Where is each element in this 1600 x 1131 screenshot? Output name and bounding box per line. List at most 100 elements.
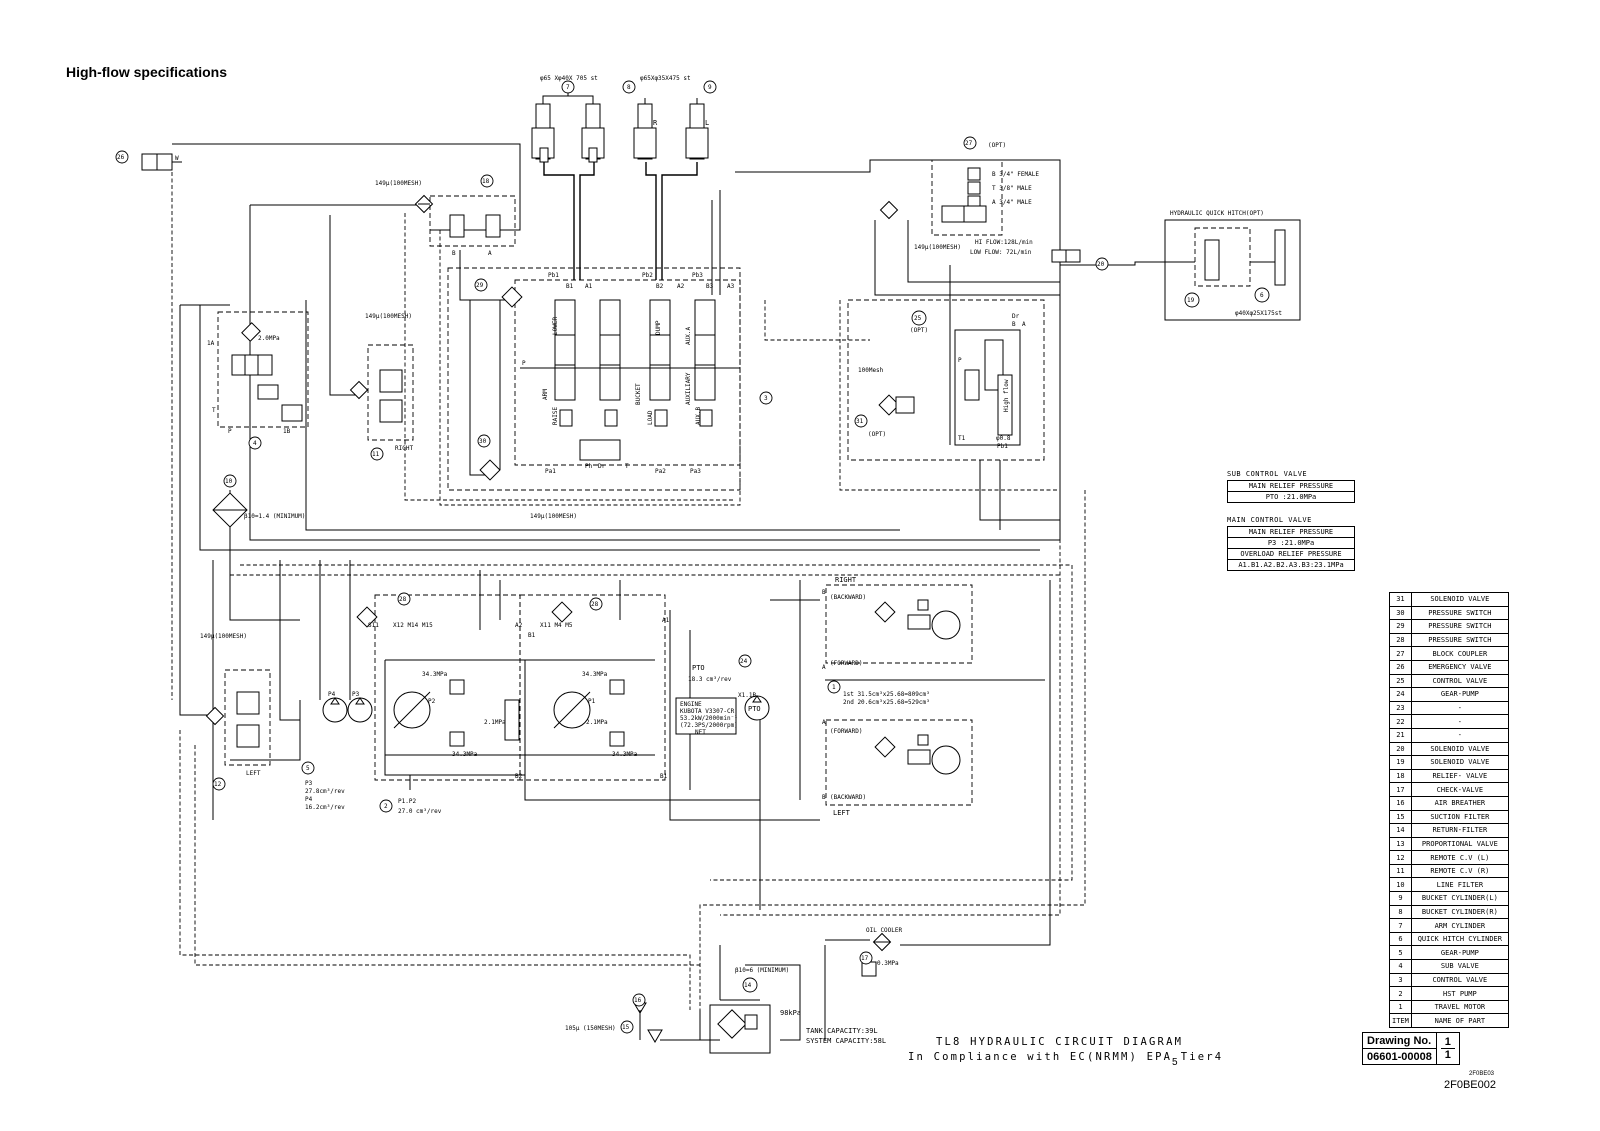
- high-flow-control-valve: [847, 299, 1045, 461]
- gear-pump-p3-p4: [322, 697, 373, 723]
- left-port-b: B: [822, 794, 826, 801]
- part-item-no: 3: [1389, 972, 1412, 988]
- oil-cooler-label: OIL COOLER: [866, 927, 903, 934]
- suction-filter: [647, 1029, 663, 1043]
- tank-capacity: TANK CAPACITY:39L: [806, 1027, 878, 1035]
- part-item-no: 2: [1389, 986, 1412, 1001]
- right-port-a: A: [822, 664, 826, 671]
- drawing-no-label: Drawing No.: [1362, 1032, 1437, 1049]
- part-name: RELIEF- VALVE: [1410, 768, 1509, 784]
- return-filter-beta: β10=6 (MINIMUM): [735, 967, 789, 974]
- sub-port-t: T: [212, 407, 216, 414]
- page-mark: 5: [1172, 1057, 1178, 1068]
- part-item-no: 11: [1389, 863, 1412, 879]
- item-26-bubble: 26: [117, 154, 125, 161]
- coupler-opt: (OPT): [988, 142, 1006, 149]
- part-name: GEAR-PUMP: [1410, 945, 1509, 961]
- hst-port-a1: A1: [662, 617, 670, 624]
- port-a1: A1: [585, 283, 593, 290]
- p3-displacement-label: P3: [305, 780, 313, 787]
- part-item-no: ITEM: [1389, 1013, 1412, 1028]
- part-item-no: 13: [1389, 836, 1412, 852]
- p4-displacement-label: P4: [305, 796, 313, 803]
- hst-charge-a: 2.1MPa: [484, 719, 506, 726]
- item-18-bubble: 18: [482, 178, 490, 185]
- item-10-bubble: 10: [225, 478, 233, 485]
- part-item-no: 27: [1389, 646, 1412, 661]
- right-port-b: B: [822, 589, 826, 596]
- spool-load: LOAD: [647, 410, 654, 425]
- part-item-no: 17: [1389, 782, 1412, 797]
- system-capacity: SYSTEM CAPACITY:58L: [806, 1037, 887, 1045]
- filter-149-label-d: 149μ(100MESH): [914, 244, 961, 251]
- line-filter-beta: β10=1.4 (MINIMUM): [244, 513, 305, 520]
- main-cv-row-2: P3 :21.0MPa: [1227, 537, 1355, 549]
- port-dr: Dr: [598, 463, 606, 470]
- left-forward: (FORWARD): [830, 728, 863, 735]
- item-16-bubble: 16: [634, 997, 642, 1004]
- code-large: 2F0BE002: [1444, 1079, 1496, 1091]
- bucket-cylinders: [633, 98, 709, 160]
- travel-motor-right-label: RIGHT: [835, 576, 857, 584]
- travel-motor-left-label: LEFT: [833, 809, 851, 817]
- diagram-title-block: TL8 HYDRAULIC CIRCUIT DIAGRAM In Complia…: [908, 1035, 1223, 1065]
- port-b1: B1: [566, 283, 574, 290]
- quick-hitch-circuit: [1164, 219, 1301, 321]
- engine-model: KUBOTA V3307-CR: [680, 708, 735, 715]
- travel-motor-right: [825, 584, 973, 664]
- part-name: BUCKET CYLINDER(L): [1410, 891, 1509, 906]
- port-pb2: Pb2: [642, 272, 653, 279]
- sub-cv-row-1: MAIN RELIEF PRESSURE: [1227, 480, 1355, 492]
- pto-pump-label: PTO: [748, 705, 761, 713]
- item-9-bubble: 9: [708, 84, 712, 91]
- item-7-bubble: 7: [566, 84, 570, 91]
- cv25-port-pb1: Pb1: [997, 443, 1008, 450]
- part-name: CHECK-VALVE: [1410, 782, 1509, 797]
- port-b2: B2: [656, 283, 664, 290]
- item-12-bubble: 12: [214, 781, 222, 788]
- svg-text:W: W: [175, 155, 179, 162]
- sub-valve: 2.0MPa 1A 1B P T: [207, 311, 309, 435]
- part-name: PRESSURE SWITCH: [1410, 619, 1509, 634]
- part-name: SOLENOID VALVE: [1410, 741, 1509, 757]
- part-item-no: 8: [1389, 904, 1412, 920]
- engine-box: [675, 697, 737, 735]
- engine-power: 53.2kW/2000min⁻¹: [680, 715, 738, 722]
- item-11-bubble: 11: [372, 451, 380, 458]
- item-28-bubble-a: 28: [399, 596, 407, 603]
- solenoid-valve-20: [1051, 249, 1081, 263]
- cv25-port-p: P: [958, 357, 962, 364]
- part-name: PROPORTIONAL VALVE: [1410, 836, 1509, 852]
- part-name: -: [1410, 727, 1509, 743]
- filter-149-label-e: 149μ(100MESH): [200, 633, 247, 640]
- travel-speed-2nd: 2nd 20.6cm³x25.68=529cm³: [843, 699, 930, 706]
- item-19-bubble: 19: [1187, 297, 1195, 304]
- hst-m-ports: X12 M14 M15: [393, 622, 433, 629]
- part-item-no: 1: [1389, 999, 1412, 1015]
- p3-displacement: 27.8cm³/rev: [305, 788, 345, 795]
- part-name: -: [1410, 700, 1509, 716]
- pump-p1: P1: [588, 698, 596, 705]
- item-15-bubble: 15: [622, 1024, 630, 1031]
- filter-149-label-a: 149μ(100MESH): [375, 180, 422, 187]
- p4-displacement: 16.2cm³/rev: [305, 804, 345, 811]
- filter-149-top: [414, 194, 434, 214]
- sub-port-p: P: [228, 428, 232, 435]
- port-1b: 1B: [283, 428, 291, 435]
- part-name: EMERGENCY VALVE: [1410, 659, 1509, 675]
- engine-power-ps: (72.3PS/2000rpm): [680, 722, 738, 729]
- hst-m-ports-2: X11 M4 M5: [540, 622, 573, 629]
- svg-text:A: A: [488, 250, 492, 257]
